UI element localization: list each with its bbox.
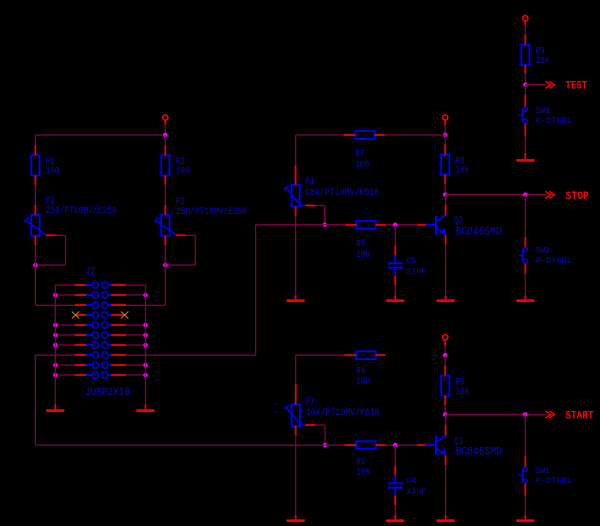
svg-text:R9: R9 — [536, 47, 545, 58]
svg-text:100: 100 — [355, 160, 369, 171]
svg-text:100: 100 — [356, 250, 370, 261]
svg-text:33nF: 33nF — [406, 267, 427, 277]
svg-text:100: 100 — [356, 467, 370, 478]
svg-text:P-DT6BL: P-DT6BL — [536, 116, 572, 126]
svg-text:J2: J2 — [85, 267, 95, 279]
svg-text:R3: R3 — [356, 457, 365, 468]
svg-text:STOP: STOP — [566, 191, 590, 203]
svg-text:P3: P3 — [306, 397, 315, 408]
svg-text:SW1: SW1 — [536, 466, 550, 476]
svg-text:R8: R8 — [456, 156, 465, 167]
svg-text:P4: P4 — [305, 177, 314, 188]
svg-text:SW2: SW2 — [536, 246, 550, 256]
svg-text:R4: R4 — [356, 366, 365, 377]
svg-text:10k/PT10MV/K010: 10k/PT10MV/K010 — [306, 407, 380, 419]
svg-text:R1: R1 — [46, 157, 55, 168]
svg-text:250/PT10MV/E250: 250/PT10MV/E250 — [176, 206, 247, 218]
svg-text:R6: R6 — [356, 239, 365, 250]
svg-text:Q1: Q1 — [454, 436, 463, 447]
svg-text:START: START — [565, 411, 594, 423]
svg-text:P2: P2 — [176, 197, 185, 208]
svg-text:100: 100 — [176, 167, 190, 178]
svg-text:100: 100 — [356, 377, 370, 388]
svg-text:SW3: SW3 — [536, 106, 550, 116]
svg-text:100: 100 — [46, 167, 60, 178]
svg-text:10k: 10k — [536, 55, 550, 67]
svg-text:33nF: 33nF — [406, 487, 427, 497]
svg-text:P-DT6BL: P-DT6BL — [536, 476, 572, 486]
svg-text:10k: 10k — [456, 165, 470, 177]
svg-text:BC846SMD: BC846SMD — [456, 226, 502, 238]
svg-text:R5: R5 — [456, 377, 465, 388]
svg-text:R7: R7 — [355, 150, 364, 161]
svg-text:10k: 10k — [456, 386, 470, 398]
svg-text:C5: C5 — [406, 256, 417, 266]
svg-text:250/PT10MV/E250: 250/PT10MV/E250 — [46, 205, 117, 217]
svg-text:P1: P1 — [46, 196, 55, 207]
svg-text:Q2: Q2 — [454, 216, 463, 227]
svg-text:C4: C4 — [406, 476, 417, 486]
svg-text:JUMP2X10: JUMP2X10 — [85, 387, 130, 399]
svg-text:TEST: TEST — [565, 81, 587, 93]
svg-text:R2: R2 — [176, 157, 185, 168]
svg-text:P-DT6BL: P-DT6BL — [536, 256, 572, 266]
svg-text:BC846SMD: BC846SMD — [456, 446, 502, 458]
svg-text:10k/PT10MV/K010: 10k/PT10MV/K010 — [305, 187, 379, 199]
